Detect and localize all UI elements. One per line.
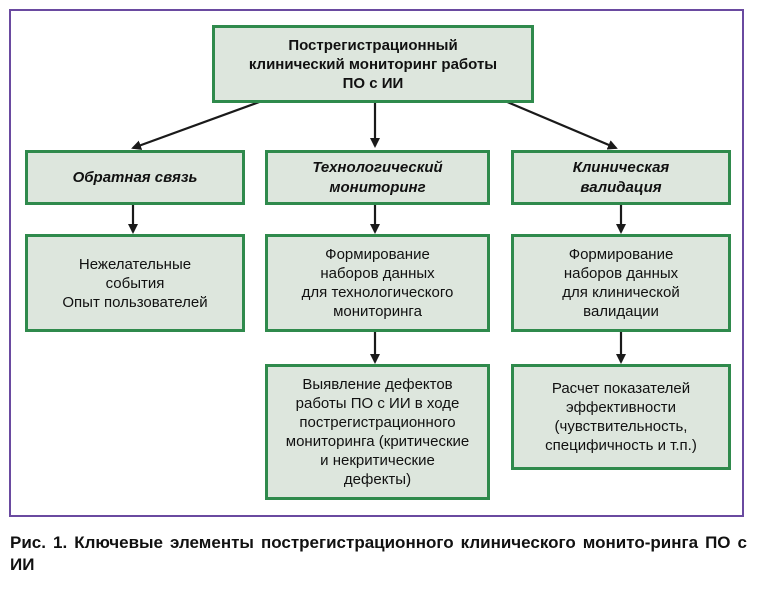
defects-box: Выявление дефектов работы ПО с ИИ в ходе… — [265, 364, 490, 500]
category-clinical-validation-box: Клиническая валидация — [511, 150, 731, 205]
category-feedback-box: Обратная связь — [25, 150, 245, 205]
category-tech-monitoring-box: Технологический мониторинг — [265, 150, 490, 205]
metrics-box: Расчет показателей эффективности (чувств… — [511, 364, 731, 470]
defects-label: Выявление дефектов работы ПО с ИИ в ходе… — [285, 376, 470, 488]
category-tech-monitoring-label: Технологический мониторинг — [312, 158, 443, 196]
tech-datasets-label: Формирование наборов данных для технолог… — [301, 246, 454, 320]
clinical-datasets-box: Формирование наборов данных для клиничес… — [511, 234, 731, 332]
category-feedback-label: Обратная связь — [72, 168, 198, 186]
arrow-root-to-feedback — [131, 99, 263, 150]
feedback-details-box: Нежелательные события Опыт пользователей — [25, 234, 245, 332]
clinical-datasets-label: Формирование наборов данных для клиничес… — [562, 246, 680, 320]
tech-datasets-box: Формирование наборов данных для технолог… — [265, 234, 490, 332]
figure-caption: Рис. 1. Ключевые элементы пострегистраци… — [10, 533, 747, 574]
arrow-root-to-clinical — [504, 99, 618, 150]
category-clinical-validation-label: Клиническая валидация — [572, 158, 670, 196]
root-label: Пострегистрационный клинический монитори… — [248, 36, 498, 92]
diagram-frame — [9, 9, 744, 517]
root-box: Пострегистрационный клинический монитори… — [212, 25, 534, 103]
metrics-label: Расчет показателей эффективности (чувств… — [545, 380, 697, 454]
feedback-details-label: Нежелательные события Опыт пользователей — [62, 255, 208, 311]
